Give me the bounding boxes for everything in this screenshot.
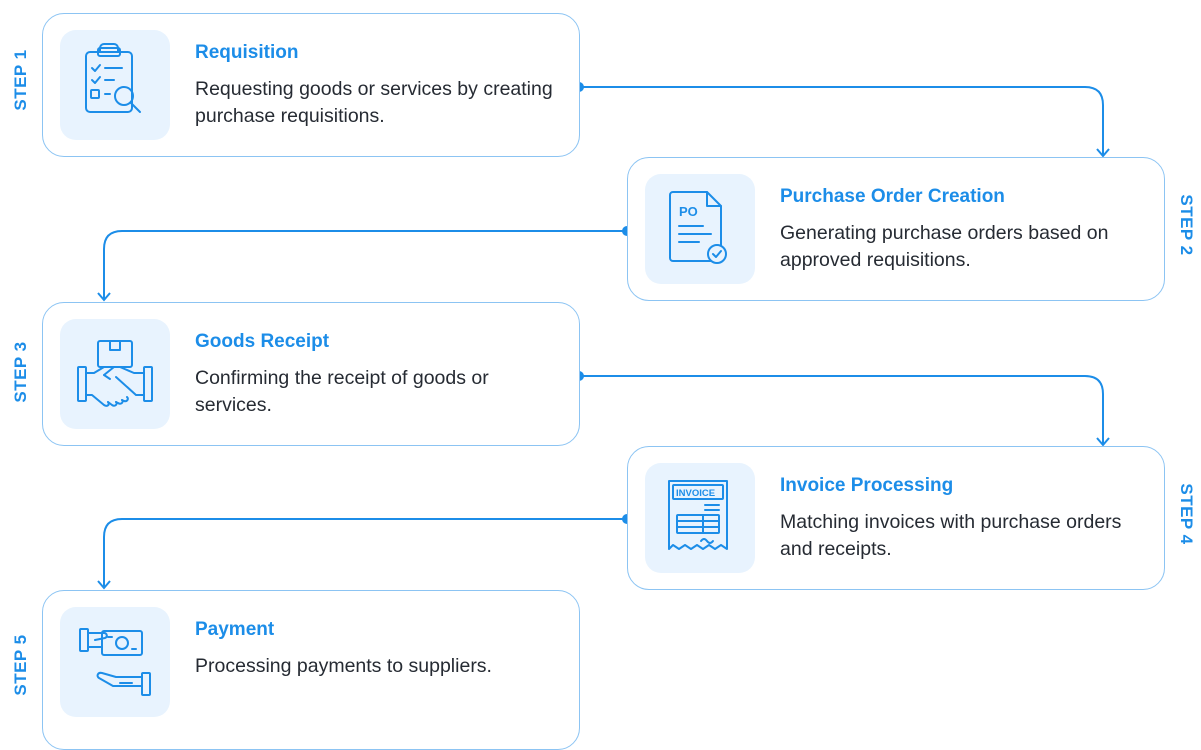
step-card-payment: Payment Processing payments to suppliers… <box>42 590 580 750</box>
invoice-icon: INVOICE <box>645 463 755 573</box>
step-card-requisition: Requisition Requesting goods or services… <box>42 13 580 157</box>
svg-text:INVOICE: INVOICE <box>676 488 715 499</box>
step-title: Invoice Processing <box>780 475 954 496</box>
step-description: Processing payments to suppliers. <box>195 655 492 677</box>
step-4-label: STEP 4 <box>1177 483 1196 545</box>
step-2-label: STEP 2 <box>1177 194 1196 256</box>
arrowhead-3 <box>97 292 111 302</box>
step-card-goods-receipt: Goods Receipt Confirming the receipt of … <box>42 302 580 446</box>
step-title: Payment <box>195 619 275 640</box>
arrowhead-2 <box>1096 148 1110 158</box>
step-1-label: STEP 1 <box>11 49 30 111</box>
connector-4-5 <box>103 518 627 587</box>
step-description: Matching invoices with purchase orders a… <box>780 511 1122 560</box>
step-3-label: STEP 3 <box>11 341 30 403</box>
arrowhead-5 <box>97 580 111 590</box>
step-description: Confirming the receipt of goods or servi… <box>195 367 489 416</box>
step-description: Generating purchase orders based on appr… <box>780 222 1109 271</box>
connector-3-4 <box>579 375 1104 444</box>
step-title: Requisition <box>195 42 299 63</box>
connector-2-3 <box>103 230 627 299</box>
step-description: Requesting goods or services by creating… <box>195 78 553 127</box>
clipboard-search-icon <box>60 30 170 140</box>
svg-text:PO: PO <box>679 204 698 219</box>
step-card-invoice-processing: INVOICE Invoice Processing Matching invo… <box>627 446 1165 590</box>
po-document-icon: PO <box>645 174 755 284</box>
arrowhead-4 <box>1096 437 1110 447</box>
step-title: Purchase Order Creation <box>780 186 1005 207</box>
handshake-box-icon <box>60 319 170 429</box>
step-5-label: STEP 5 <box>11 634 30 696</box>
step-card-purchase-order: PO Purchase Order Creation Generating pu… <box>627 157 1165 301</box>
connector-1-2 <box>579 86 1104 155</box>
hand-payment-icon <box>60 607 170 717</box>
step-title: Goods Receipt <box>195 331 330 352</box>
